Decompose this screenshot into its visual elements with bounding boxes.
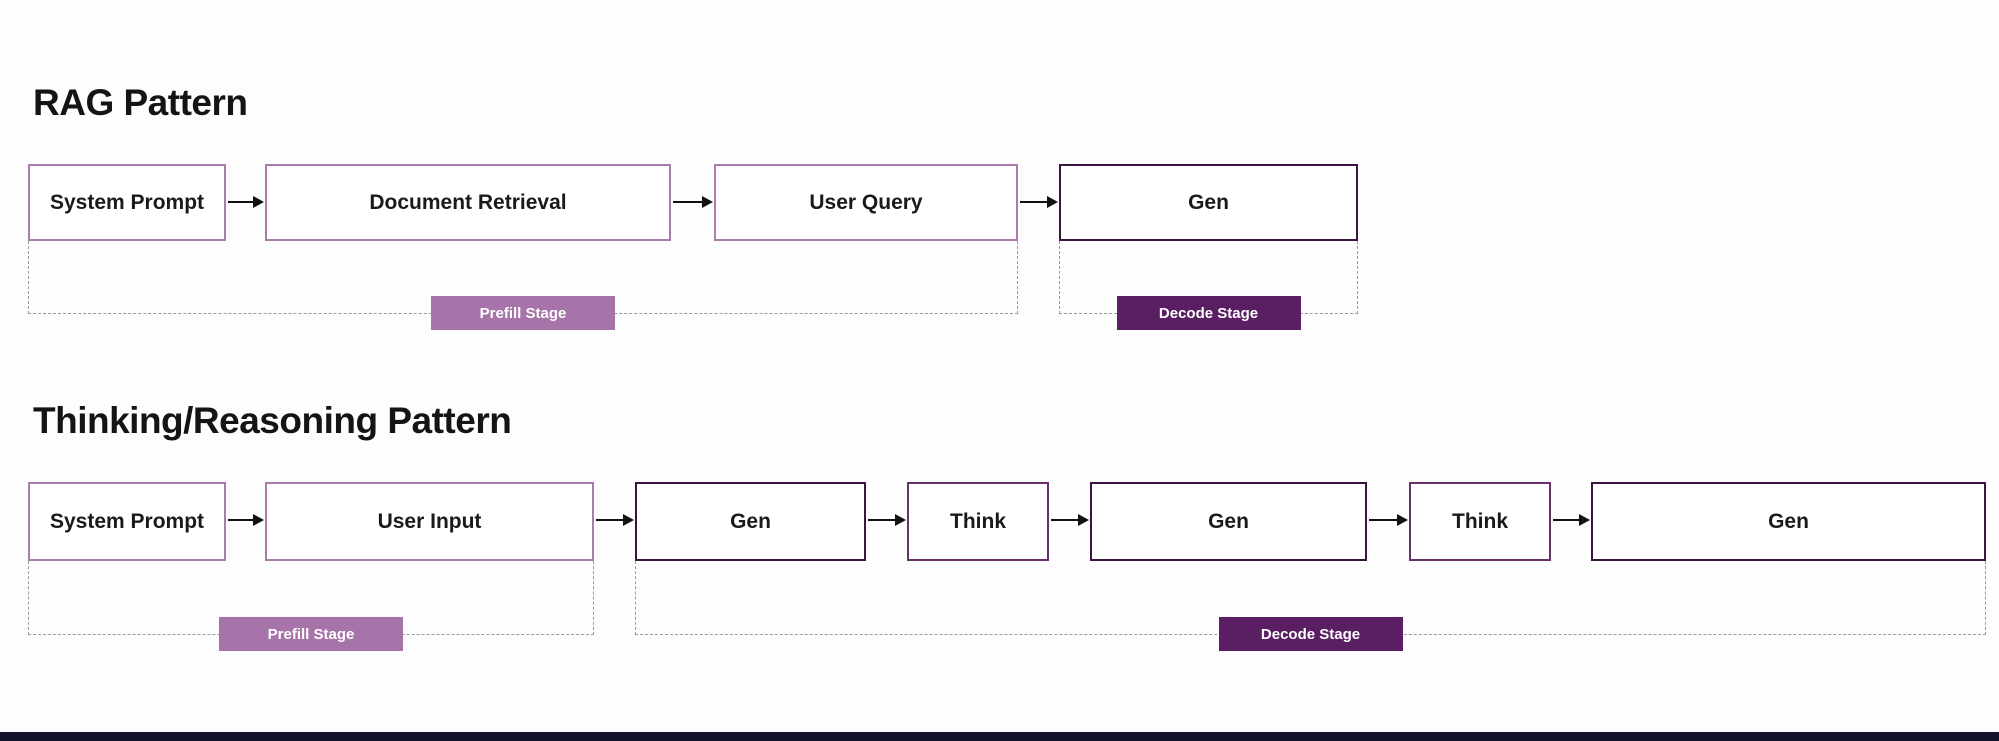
node-label: User Query <box>809 190 923 214</box>
arrow-right-icon <box>1369 519 1398 521</box>
node-gen: Gen <box>1090 482 1367 561</box>
node-label: Gen <box>1208 509 1249 533</box>
arrow-right-icon <box>673 201 703 203</box>
badge-label: Prefill Stage <box>267 625 355 643</box>
node-gen: Gen <box>635 482 866 561</box>
prefill-stage-bracket: Prefill Stage <box>28 241 1018 330</box>
node-user-input: User Input <box>265 482 594 561</box>
node-label: Gen <box>730 509 771 533</box>
prefill-stage-badge: Prefill Stage <box>431 296 615 330</box>
node-system-prompt: System Prompt <box>28 164 226 241</box>
badge-label: Prefill Stage <box>479 304 567 322</box>
node-user-query: User Query <box>714 164 1018 241</box>
node-label: System Prompt <box>49 190 205 214</box>
node-gen: Gen <box>1591 482 1986 561</box>
node-think: Think <box>907 482 1049 561</box>
node-document-retrieval: Document Retrieval <box>265 164 671 241</box>
badge-label: Decode Stage <box>1260 625 1361 643</box>
prefill-stage-bracket: Prefill Stage <box>28 561 594 651</box>
node-label: User Input <box>377 509 482 533</box>
rag-pattern-title: RAG Pattern <box>33 82 248 123</box>
arrow-right-icon <box>1020 201 1048 203</box>
arrow-right-icon <box>228 201 254 203</box>
node-label: Think <box>1452 509 1508 533</box>
node-gen: Gen <box>1059 164 1358 241</box>
node-think: Think <box>1409 482 1551 561</box>
node-label: Document Retrieval <box>369 190 567 214</box>
arrow-right-icon <box>868 519 896 521</box>
arrow-right-icon <box>596 519 624 521</box>
arrow-right-icon <box>1051 519 1079 521</box>
arrow-right-icon <box>228 519 254 521</box>
node-label: System Prompt <box>49 509 205 533</box>
arrow-right-icon <box>1553 519 1580 521</box>
decode-stage-bracket: Decode Stage <box>1059 241 1358 330</box>
thinking-reasoning-pattern-title: Thinking/Reasoning Pattern <box>33 400 512 441</box>
decode-stage-bracket: Decode Stage <box>635 561 1986 651</box>
decode-stage-badge: Decode Stage <box>1218 617 1403 651</box>
prefill-stage-badge: Prefill Stage <box>219 617 403 651</box>
decode-stage-badge: Decode Stage <box>1116 296 1301 330</box>
badge-label: Decode Stage <box>1158 304 1259 322</box>
node-label: Think <box>950 509 1006 533</box>
bottom-accent-bar <box>0 732 1999 741</box>
node-system-prompt: System Prompt <box>28 482 226 561</box>
node-label: Gen <box>1188 190 1229 214</box>
node-label: Gen <box>1768 509 1809 533</box>
